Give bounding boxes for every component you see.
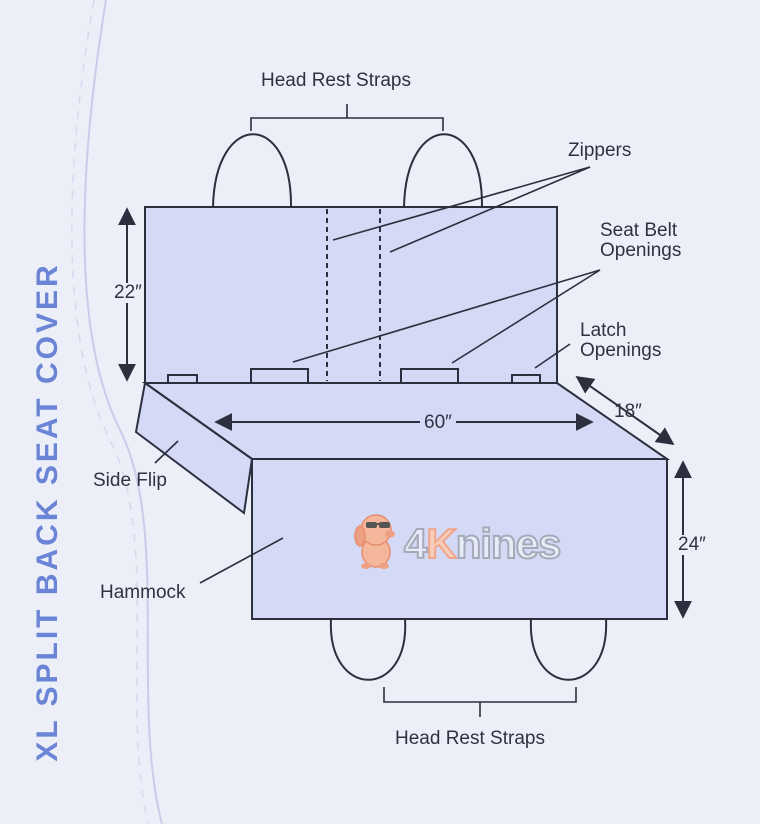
brand-logo: 4Knines	[403, 519, 563, 568]
bracket-top	[250, 104, 444, 131]
seat-belt-opening-left	[250, 368, 309, 384]
latch-opening-right	[511, 374, 541, 384]
leader-seatbelt-2	[451, 269, 601, 364]
head-rest-strap-bottom-right	[529, 618, 608, 681]
side-flip-label: Side Flip	[93, 470, 167, 491]
head-rest-strap-top-right	[403, 133, 484, 208]
dimension-hammock-height: 24″	[675, 535, 709, 555]
brand-rest: nines	[455, 519, 563, 568]
leader-hammock	[199, 537, 284, 584]
head-rest-strap-bottom-left	[329, 618, 407, 681]
seat-back-panel	[144, 206, 558, 384]
leader-zipper-1	[332, 166, 591, 241]
background-curve-dashed	[71, 0, 149, 824]
dimension-seat-depth: 18″	[614, 401, 642, 422]
brand-k: K	[425, 519, 457, 568]
dog-mascot-icon	[354, 514, 395, 569]
leader-zipper-2	[389, 166, 591, 253]
seat-belt-openings-label-line2: Openings	[600, 240, 682, 261]
zippers-label: Zippers	[568, 140, 632, 161]
leader-latch	[534, 343, 571, 369]
hammock-panel	[251, 458, 668, 620]
background-curve	[83, 0, 163, 824]
side-flip-panel	[134, 381, 254, 515]
latch-opening-left	[167, 374, 198, 384]
dimension-back-height: 22″	[112, 282, 144, 303]
bracket-bottom	[383, 687, 577, 717]
latch-openings-label-line1: Latch	[580, 320, 627, 341]
page-title: XL SPLIT BACK SEAT COVER	[31, 262, 64, 762]
brand-prefix: 4	[403, 519, 428, 568]
leader-side-flip	[154, 440, 179, 464]
head-rest-straps-bottom-label: Head Rest Straps	[395, 728, 545, 749]
seat-belt-opening-right	[400, 368, 459, 384]
leader-seatbelt-1	[292, 269, 601, 363]
latch-openings-label-line2: Openings	[580, 340, 662, 361]
head-rest-straps-top-label: Head Rest Straps	[261, 70, 411, 91]
hammock-label: Hammock	[100, 582, 186, 603]
seat-belt-openings-label-line1: Seat Belt	[600, 220, 678, 241]
dimension-arrow-18	[575, 375, 675, 446]
dimension-width: 60″	[420, 413, 456, 433]
head-rest-strap-top-left	[212, 133, 293, 208]
